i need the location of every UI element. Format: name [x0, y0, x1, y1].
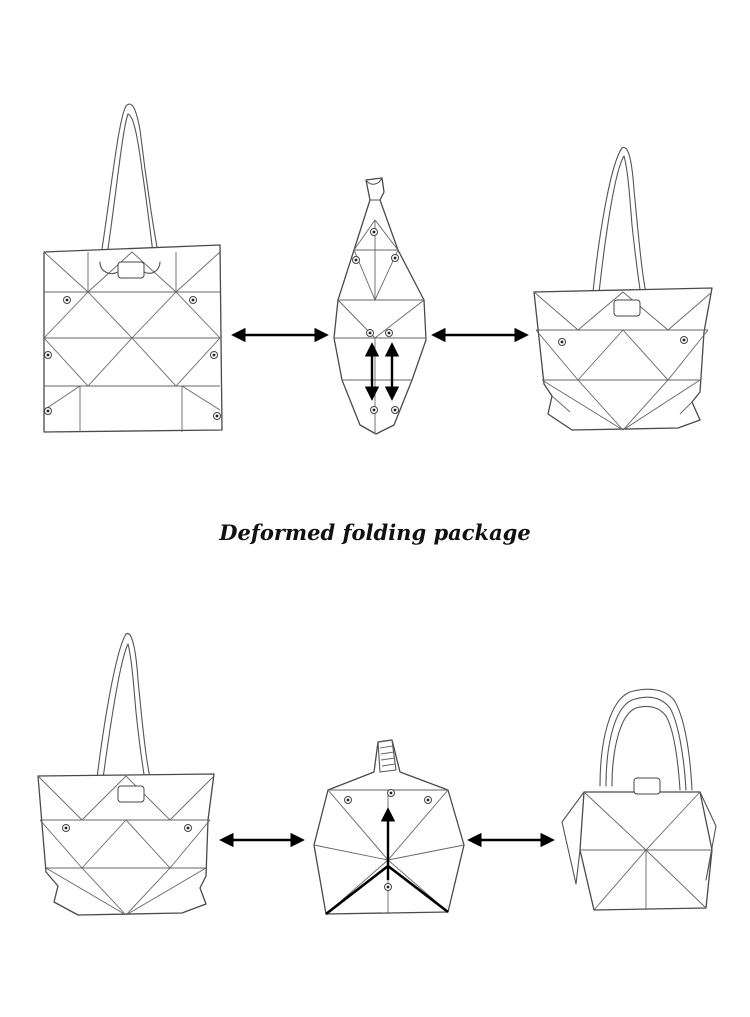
diagram-title: Deformed folding package — [219, 520, 531, 545]
shoulder-tote-bag — [533, 146, 713, 431]
snap-buttons — [558, 336, 688, 346]
snap-buttons — [344, 789, 432, 891]
bag-handle — [99, 103, 161, 263]
bag-handle-second — [611, 705, 681, 791]
bag-creases — [43, 251, 221, 432]
bag-top-fold — [365, 177, 383, 201]
bag-creases — [313, 789, 465, 915]
strap-buckle — [633, 777, 661, 795]
folded-flat-bag — [333, 177, 427, 435]
bag-body — [37, 773, 215, 916]
bag-handle-inner — [101, 643, 147, 787]
zipper — [377, 739, 397, 773]
bag-creases — [580, 791, 712, 911]
strap-buckle — [117, 261, 145, 279]
strap-loop — [99, 261, 161, 275]
folded-box-bag — [313, 739, 465, 916]
bag-side-flaps — [561, 791, 717, 885]
square-tote-bag — [43, 103, 223, 433]
bag-handle — [591, 146, 649, 303]
bag-creases — [37, 775, 215, 916]
bag-handle-inner — [597, 155, 643, 303]
snap-buttons — [44, 296, 221, 420]
bag-handle-inner — [605, 696, 687, 791]
strap-buckle — [117, 785, 145, 803]
shoulder-tote-bag-2 — [37, 633, 215, 916]
bag-body — [533, 287, 713, 431]
handbag — [561, 688, 717, 911]
strap-buckle — [613, 299, 641, 317]
bag-body — [333, 177, 427, 435]
bag-creases — [533, 291, 713, 431]
bag-handle-inner — [105, 113, 155, 263]
bag-handle — [95, 633, 153, 787]
snap-buttons — [62, 824, 192, 832]
snap-buttons — [352, 228, 399, 414]
bag-handle — [599, 688, 693, 791]
